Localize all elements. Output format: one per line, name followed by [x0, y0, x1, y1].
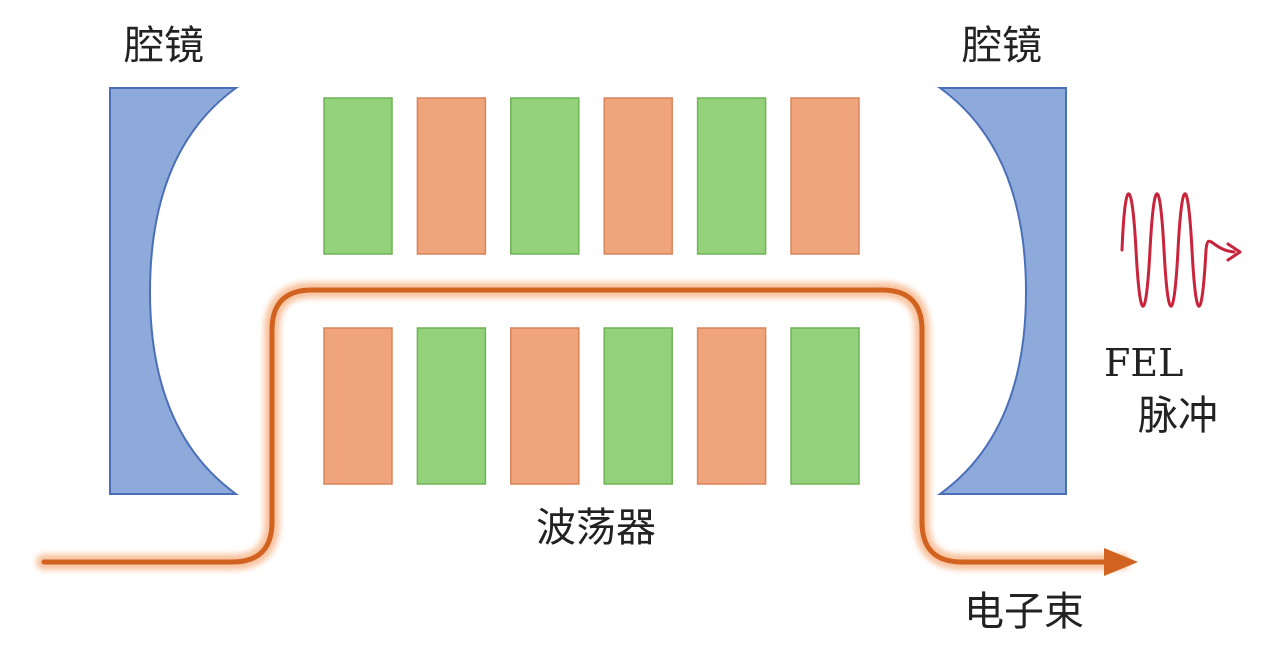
- top-magnet-green: [696, 97, 767, 255]
- electron-beam: [36, 282, 1138, 576]
- electron-beam-core: [41, 287, 1125, 565]
- right-mirror: [936, 87, 1067, 495]
- bottom-magnet-orange: [323, 327, 393, 485]
- undulator-bottom-row: [323, 327, 860, 485]
- bottom-magnet-green: [416, 327, 487, 485]
- fel-pulse-line: [1120, 192, 1236, 308]
- pulse-label: 脉冲: [1138, 393, 1218, 439]
- bottom-magnet-green: [603, 327, 673, 485]
- top-magnet-orange: [790, 97, 860, 255]
- top-magnet-green: [510, 97, 580, 255]
- electron-beam-label: 电子束: [964, 589, 1084, 635]
- undulator-top-row: [323, 97, 860, 255]
- bottom-magnet-orange: [510, 327, 580, 485]
- electron-beam-arrowhead: [1104, 548, 1138, 576]
- top-magnet-green: [323, 97, 393, 255]
- fel-label: FEL: [1104, 341, 1184, 385]
- top-magnet-orange: [416, 97, 487, 255]
- right-mirror-label: 腔镜: [962, 23, 1042, 69]
- top-magnet-orange: [603, 97, 673, 255]
- left-mirror: [109, 87, 240, 495]
- bottom-magnet-orange: [696, 327, 767, 485]
- bottom-magnet-green: [790, 327, 860, 485]
- fel-pulse-wave: [1120, 192, 1242, 308]
- left-mirror-label: 腔镜: [124, 23, 204, 69]
- fel-pulse-arrowhead: [1226, 242, 1242, 262]
- undulator-label: 波荡器: [536, 505, 656, 551]
